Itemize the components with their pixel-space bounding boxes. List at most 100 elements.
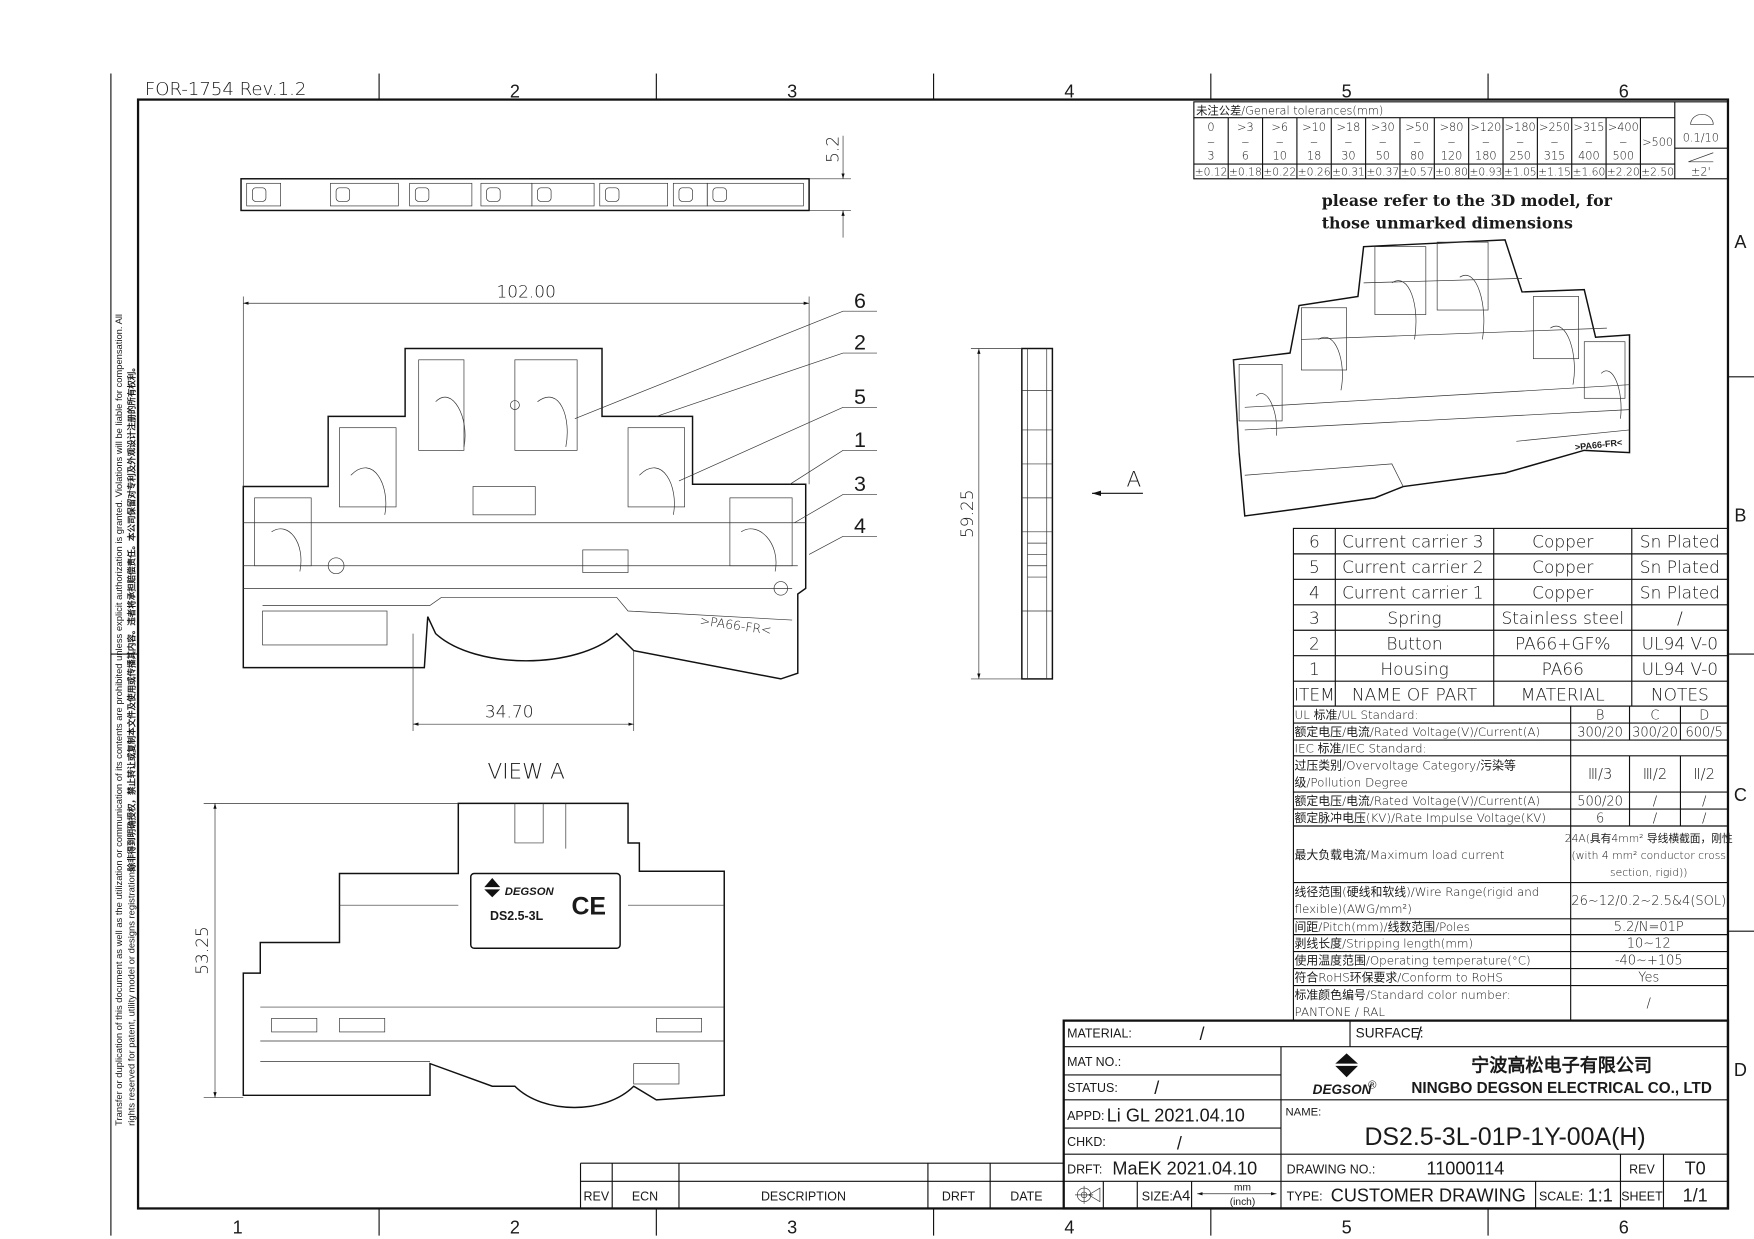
parts-cell: PA66 <box>1542 660 1584 680</box>
parts-cell: Stainless steel <box>1501 609 1624 629</box>
material-label: MATERIAL: <box>1067 1027 1132 1041</box>
dim-view-a-height: 53.25 <box>193 926 213 975</box>
tolerance-range-from: >315 <box>1573 121 1604 134</box>
tolerance-range-from: >30 <box>1371 121 1395 134</box>
scale-value: 1:1 <box>1588 1186 1613 1206</box>
ecn-header: ECN <box>632 1190 658 1204</box>
spec-value: 300/20 <box>1632 726 1678 741</box>
tolerance-range-from: >180 <box>1505 121 1536 134</box>
tolerance-range-from: >400 <box>1608 121 1639 134</box>
spec-label: 使用温度范围/Operating temperature(°C) <box>1295 954 1531 968</box>
tolerance-range-tilde: ~ <box>1482 138 1491 149</box>
spec-value: D <box>1699 709 1709 724</box>
spec-value: / <box>1647 997 1652 1012</box>
spec-value: 300/20 <box>1577 726 1623 741</box>
parts-header-cell: NOTES <box>1651 685 1709 705</box>
tolerance-range-from: >10 <box>1302 121 1326 134</box>
unit-mm: mm <box>1234 1182 1251 1193</box>
tolerance-value: ±0.93 <box>1469 165 1502 178</box>
spec-value: 26~12/0.2~2.5&4(SOL) <box>1571 894 1726 909</box>
parts-cell: UL94 V-0 <box>1642 634 1718 654</box>
parts-cell: Sn Plated <box>1640 558 1720 578</box>
parts-cell: PA66+GF% <box>1515 634 1611 654</box>
sheet-value: 1/1 <box>1683 1186 1708 1206</box>
zone-side-a: A <box>1734 232 1747 252</box>
strip-slot <box>252 187 267 202</box>
appd-label: APPD: <box>1067 1109 1104 1123</box>
spec-label: 间距/Pitch(mm)/线数范围/Poles <box>1295 920 1470 934</box>
strip-cell <box>480 182 533 207</box>
tolerance-range-to: 50 <box>1376 150 1390 163</box>
tolerance-range-to: 500 <box>1612 150 1634 163</box>
top-view: 5.2 <box>240 135 851 238</box>
spec-value: / <box>1653 812 1658 827</box>
parts-cell: Sn Plated <box>1640 584 1720 604</box>
spec-label: 额定脉冲电压(KV)/Rate Impulse Voltage(KV) <box>1295 811 1546 825</box>
parts-cell: Current carrier 3 <box>1342 533 1483 553</box>
zone-top-3: 3 <box>787 81 797 101</box>
tolerance-range-tilde: ~ <box>1550 138 1559 149</box>
scale-label: SCALE: <box>1539 1190 1583 1204</box>
rev-label: REV <box>1629 1162 1655 1176</box>
tolerance-value: ±0.12 <box>1195 165 1228 178</box>
tolerance-range-tilde: ~ <box>1379 138 1388 149</box>
description-header: DESCRIPTION <box>761 1190 846 1204</box>
parts-cell: Spring <box>1387 609 1441 629</box>
spec-value: 5.2/N=01P <box>1614 920 1684 935</box>
parts-cell: 2 <box>1309 634 1320 654</box>
drawing-no: 11000114 <box>1427 1159 1505 1179</box>
tolerance-value: ±2.20 <box>1607 165 1640 178</box>
zone-top-4: 4 <box>1064 81 1074 101</box>
tolerance-range-from: >6 <box>1271 121 1288 134</box>
chkd-label: CHKD: <box>1067 1135 1106 1149</box>
tolerance-range-from: >500 <box>1642 136 1673 149</box>
zone-side-c: C <box>1734 785 1747 805</box>
drft-header: DRFT <box>942 1190 976 1204</box>
sheet-label: SHEET <box>1621 1190 1663 1204</box>
strip-cell <box>531 182 595 207</box>
strip-slot <box>605 187 620 202</box>
label-ce-mark: CE <box>571 892 606 920</box>
size-value: A4 <box>1172 1189 1190 1205</box>
type-label: TYPE: <box>1287 1190 1323 1204</box>
spec-value: 10~12 <box>1627 937 1671 952</box>
tolerance-value: ±0.22 <box>1263 165 1296 178</box>
tolerance-value: ±0.37 <box>1366 165 1399 178</box>
parts-cell: UL94 V-0 <box>1642 660 1718 680</box>
spec-label: PANTONE / RAL <box>1295 1005 1386 1019</box>
strip-cell <box>599 182 668 207</box>
copyright-notice-line2: rights reserved for patent, utility mode… <box>126 865 137 1126</box>
spec-value: 6 <box>1596 812 1604 827</box>
tolerance-range-to: 30 <box>1341 150 1355 163</box>
spec-value: Ⅲ/2 <box>1643 766 1667 783</box>
parts-cell: Current carrier 1 <box>1342 584 1483 604</box>
parts-cell: Copper <box>1532 584 1593 604</box>
spec-value: B <box>1596 709 1605 724</box>
tolerance-range-from: >250 <box>1539 121 1570 134</box>
spec-label: 标准颜色编号/Standard color number: <box>1295 988 1511 1002</box>
tolerance-value: ±0.18 <box>1229 165 1262 178</box>
rev-value: T0 <box>1685 1159 1706 1179</box>
strip-slot <box>678 187 693 202</box>
strip-cell <box>246 182 281 207</box>
material-marking: >PA66-FR< <box>699 613 773 638</box>
tolerance-range-tilde: ~ <box>1344 138 1353 149</box>
tolerance-value: ±2.50 <box>1641 165 1674 178</box>
spec-value: C <box>1650 709 1659 724</box>
tolerance-range-tilde: ~ <box>1516 138 1525 149</box>
spec-label: flexible)(AWG/mm²) <box>1295 902 1412 916</box>
strip-slot <box>335 187 351 202</box>
balloon-2: 2 <box>854 331 866 355</box>
spec-label: 过压类别/Overvoltage Category/污染等 <box>1295 758 1516 772</box>
spec-value: / <box>1702 812 1707 827</box>
zone-top-2: 2 <box>510 81 520 101</box>
spec-value: 600/5 <box>1685 726 1722 741</box>
strip-slot <box>712 187 727 202</box>
appd-value: Li GL 2021.04.10 <box>1107 1105 1245 1125</box>
spec-value: 500/20 <box>1577 795 1623 810</box>
name-label: NAME: <box>1286 1107 1322 1119</box>
strip-cell <box>330 182 399 207</box>
tolerance-range-tilde: ~ <box>1241 138 1250 149</box>
